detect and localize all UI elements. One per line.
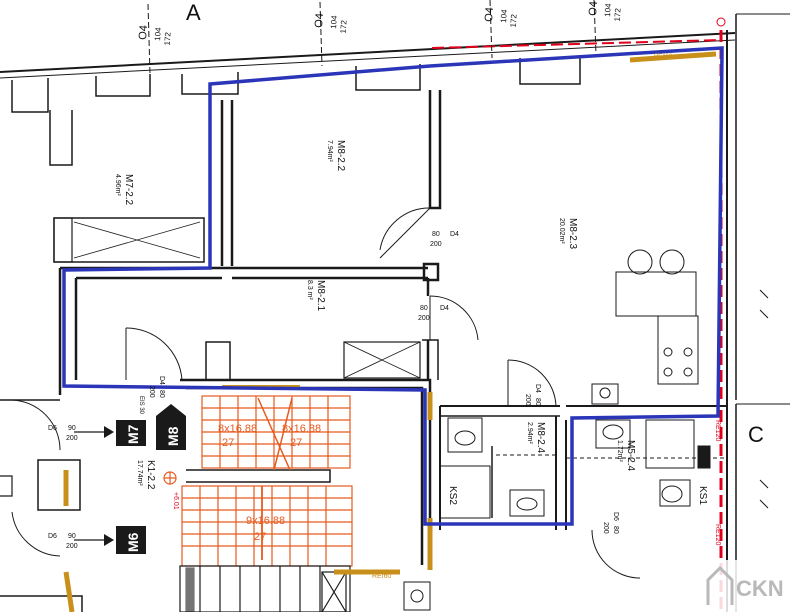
pipe-label-re-c: RE160 bbox=[654, 54, 673, 60]
fire-rated-strips bbox=[63, 51, 717, 612]
room-area: 1.72m² bbox=[616, 440, 623, 462]
room-area: 4.96m² bbox=[114, 174, 121, 196]
door-h: 200 bbox=[148, 386, 155, 398]
door-code: D4 bbox=[158, 376, 165, 385]
grid-label-bot: 172 bbox=[509, 13, 519, 27]
door-w: 90 bbox=[68, 533, 76, 540]
grid-label-bot: 172 bbox=[163, 31, 173, 45]
pipe-label-ei: EIS 30 bbox=[138, 396, 144, 415]
room-area: 20.02m² bbox=[558, 218, 565, 244]
door-code: D6 bbox=[48, 533, 57, 540]
room-id: M5-2.4 bbox=[625, 440, 636, 472]
axis-letter-c: C bbox=[748, 422, 764, 447]
door-h: 200 bbox=[418, 315, 430, 322]
door-code: D4 bbox=[440, 305, 449, 312]
door-swings bbox=[11, 207, 641, 579]
shaft-label: KS2 bbox=[447, 486, 458, 505]
grid-labels: O4 104 172 O4 104 172 O4 104 172 O4 104 … bbox=[137, 1, 623, 46]
room-id: M7-2.2 bbox=[123, 174, 134, 206]
grid-label-top: O4 bbox=[587, 1, 600, 16]
room-area: 8.3 m² bbox=[306, 280, 313, 301]
door-h: 200 bbox=[602, 522, 609, 534]
door-h: 200 bbox=[524, 394, 531, 406]
door-w: 80 bbox=[534, 398, 541, 406]
door-labels: 80 D4 200 80 D4 200 D4 80 200 D4 80 200 … bbox=[48, 231, 619, 550]
room-id: M8-2.1 bbox=[315, 280, 326, 312]
shaft-labels: KS2 KS1 bbox=[447, 486, 708, 505]
pipe-label-re: RE120 bbox=[714, 524, 721, 546]
room-labels: M7-2.2 4.96m² M8-2.2 7.94m² M8-2.3 20.02… bbox=[114, 140, 636, 490]
door-code: D6 bbox=[48, 425, 57, 432]
grid-label-mid: 104 bbox=[603, 3, 613, 17]
unit-m7-label: M7 bbox=[125, 424, 141, 444]
grid-axis-marks bbox=[147, 0, 726, 75]
grid-label-top: O4 bbox=[137, 25, 150, 40]
pipe-label-re-b: REI60 bbox=[372, 573, 392, 580]
door-h: 200 bbox=[430, 241, 442, 248]
stair-spec: 8x16.88 bbox=[218, 423, 257, 435]
grid-label-top: O4 bbox=[483, 7, 496, 22]
stair-count: 27 bbox=[222, 437, 234, 449]
grid-label-mid: 104 bbox=[329, 15, 339, 29]
exterior-walls bbox=[0, 13, 790, 612]
ckn-logo: CKN bbox=[700, 560, 790, 612]
grid-label-mid: 104 bbox=[153, 27, 163, 41]
door-w: 80 bbox=[420, 305, 428, 312]
pipe-label-re: RE120 bbox=[714, 420, 721, 442]
door-w: 90 bbox=[68, 425, 76, 432]
door-w: 80 bbox=[612, 526, 619, 534]
door-code: D4 bbox=[534, 384, 541, 393]
stair-count: 27 bbox=[290, 437, 302, 449]
stair-count: 27 bbox=[254, 531, 266, 543]
logo-text: CKN bbox=[736, 576, 784, 601]
grid-label-mid: 104 bbox=[499, 9, 509, 23]
staircase bbox=[163, 395, 353, 567]
stair-labels: 8x16.88 27 8x16.88 27 9x16.88 27 +6.01 bbox=[172, 423, 321, 543]
interior-walls bbox=[0, 90, 726, 612]
axis-letter-a: A bbox=[186, 0, 201, 25]
axis-letters: A C bbox=[186, 0, 764, 447]
unit-m8-label: M8 bbox=[165, 426, 181, 446]
room-area: 7.94m² bbox=[326, 140, 333, 162]
lower-stairs bbox=[179, 565, 351, 612]
room-area: 17.74m² bbox=[136, 460, 143, 486]
room-id: K1-2.2 bbox=[145, 460, 156, 490]
door-h: 200 bbox=[66, 435, 78, 442]
pipe-labels: RE120 RE120 RE160 EIS 30 REI60 bbox=[138, 54, 721, 580]
level-mark: +6.01 bbox=[172, 492, 179, 510]
grid-label-bot: 172 bbox=[339, 19, 349, 33]
door-code: D6 bbox=[612, 512, 619, 521]
stair-spec: 8x16.88 bbox=[282, 423, 321, 435]
room-id: M8-2.2 bbox=[335, 140, 346, 172]
door-w: 80 bbox=[432, 231, 440, 238]
grid-label-bot: 172 bbox=[613, 7, 623, 21]
bathroom-fixtures bbox=[403, 417, 726, 611]
room-id: M8-2.3 bbox=[567, 218, 578, 250]
stair-spec: 9x16.88 bbox=[246, 515, 285, 527]
door-w: 80 bbox=[158, 390, 165, 398]
unit-badges: M7 M8 M6 bbox=[125, 424, 181, 552]
door-h: 200 bbox=[66, 543, 78, 550]
room-area: 2.94m² bbox=[526, 422, 533, 444]
kitchen-fixtures bbox=[591, 249, 699, 405]
unit-markers bbox=[74, 404, 186, 554]
door-code: D4 bbox=[450, 231, 459, 238]
shaft-label: KS1 bbox=[697, 486, 708, 505]
room-id: M8-2.4 bbox=[535, 422, 546, 454]
grid-label-top: O4 bbox=[313, 13, 326, 28]
escape-route-line bbox=[62, 46, 724, 526]
unit-m6-label: M6 bbox=[125, 532, 141, 552]
